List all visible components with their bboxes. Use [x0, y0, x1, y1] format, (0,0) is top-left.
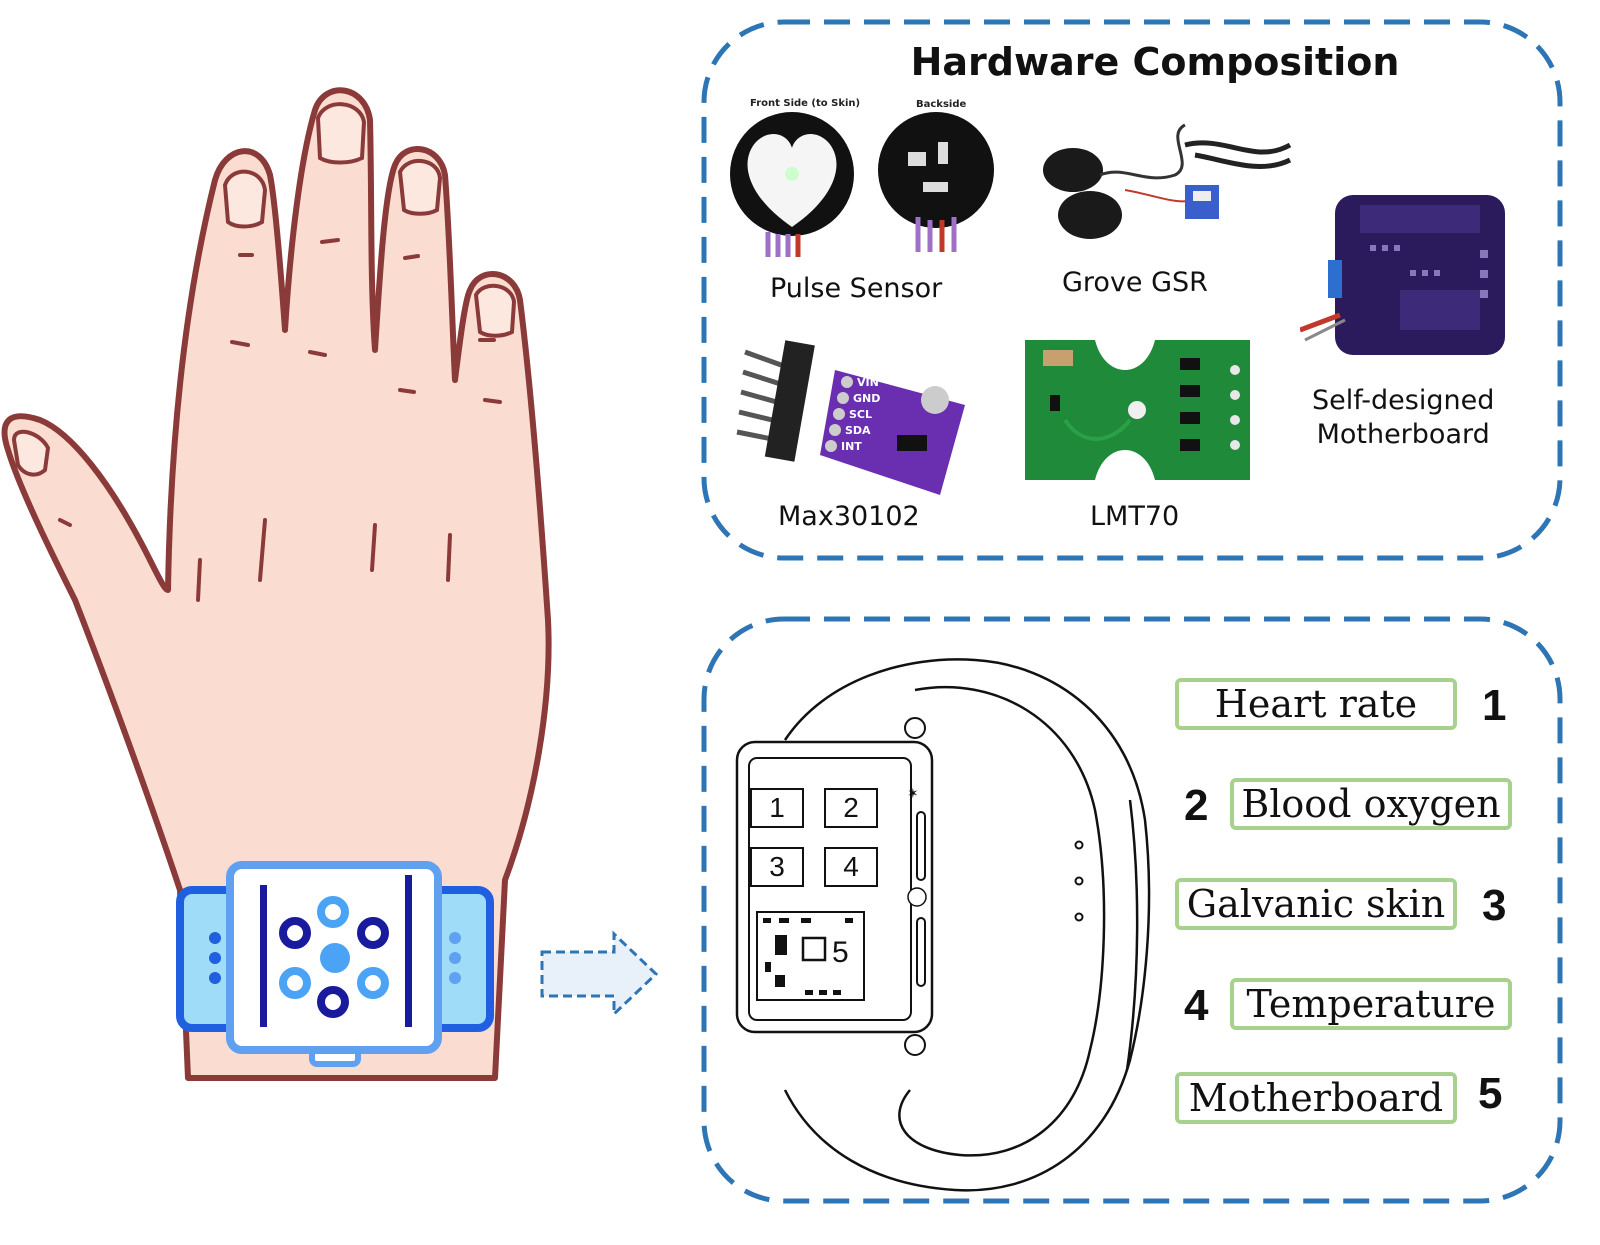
- watch-side-button: [916, 811, 926, 881]
- pulse-sensor-label: Pulse Sensor: [770, 273, 943, 304]
- screen-tile-3: 3: [750, 847, 804, 887]
- nail: [315, 102, 367, 165]
- screen-tile-1: 1: [750, 788, 804, 828]
- watch-side-button: [916, 917, 926, 987]
- legend-number-3: 3: [1482, 881, 1507, 930]
- pulse-front-caption: Front Side (to Skin): [750, 98, 860, 109]
- smartwatch-illustration: ✶: [735, 658, 1151, 1192]
- legend-number-2: 2: [1184, 781, 1209, 830]
- bluetooth-icon: ✶: [907, 786, 919, 802]
- motherboard-image: [1300, 195, 1505, 355]
- pulse-back-caption: Backside: [916, 99, 966, 110]
- legend-heart-rate: Heart rate: [1175, 678, 1457, 730]
- strap-holes-right: [449, 932, 461, 984]
- legend-number-5: 5: [1478, 1069, 1503, 1118]
- grove-gsr-label: Grove GSR: [1062, 267, 1208, 298]
- watch-band-inner: [898, 685, 1106, 1157]
- legend-temperature: Temperature: [1230, 978, 1512, 1030]
- max30102-image: VIN GND SCL SDA INT: [736, 340, 965, 495]
- watch-band-outer: [783, 658, 1151, 1192]
- hand-illustration: [1, 87, 552, 1081]
- knuckle-lines: [58, 238, 502, 602]
- max-pin-sda: SDA: [845, 424, 871, 437]
- screen-tile-4: 4: [824, 847, 878, 887]
- hardware-title: Hardware Composition: [910, 40, 1400, 84]
- lmt70-label: LMT70: [1090, 501, 1180, 532]
- power-icon: [907, 887, 927, 907]
- pulse-sensor-image: Front Side (to Skin) Backside: [730, 98, 994, 257]
- nail: [397, 158, 443, 216]
- nail: [11, 429, 51, 477]
- watch-panel: [700, 615, 1572, 1227]
- legend-galvanic-skin: Galvanic skin: [1175, 878, 1457, 930]
- device-bar-right: [405, 875, 412, 1027]
- max-pin-vin: VIN: [857, 376, 879, 389]
- nail: [473, 283, 517, 338]
- strap-holes-left: [209, 932, 221, 984]
- legend-blood-oxygen: Blood oxygen: [1230, 778, 1512, 830]
- legend-number-4: 4: [1184, 981, 1209, 1030]
- legend-number-1: 1: [1482, 681, 1507, 730]
- grove-gsr-image: [1043, 123, 1292, 239]
- device-bar-left: [260, 885, 267, 1027]
- hand-shape: [1, 87, 552, 1081]
- lmt70-image: [1025, 340, 1250, 480]
- screen-tile-2: 2: [824, 788, 878, 828]
- max-pin-gnd: GND: [853, 392, 880, 405]
- screen-board: [756, 911, 865, 1001]
- hardware-panel: [700, 18, 1572, 566]
- nail: [222, 169, 268, 229]
- max-pin-scl: SCL: [849, 408, 872, 421]
- watch-panel-border: [701, 616, 1563, 1204]
- device-sensor-dots: [279, 896, 389, 1018]
- right-arrow-icon: [540, 930, 659, 1018]
- screen-board-number: 5: [832, 936, 849, 969]
- hardware-panel-border: [701, 19, 1563, 561]
- max30102-label: Max30102: [778, 501, 920, 532]
- legend-motherboard: Motherboard: [1175, 1072, 1457, 1124]
- max-pin-int: INT: [841, 440, 862, 453]
